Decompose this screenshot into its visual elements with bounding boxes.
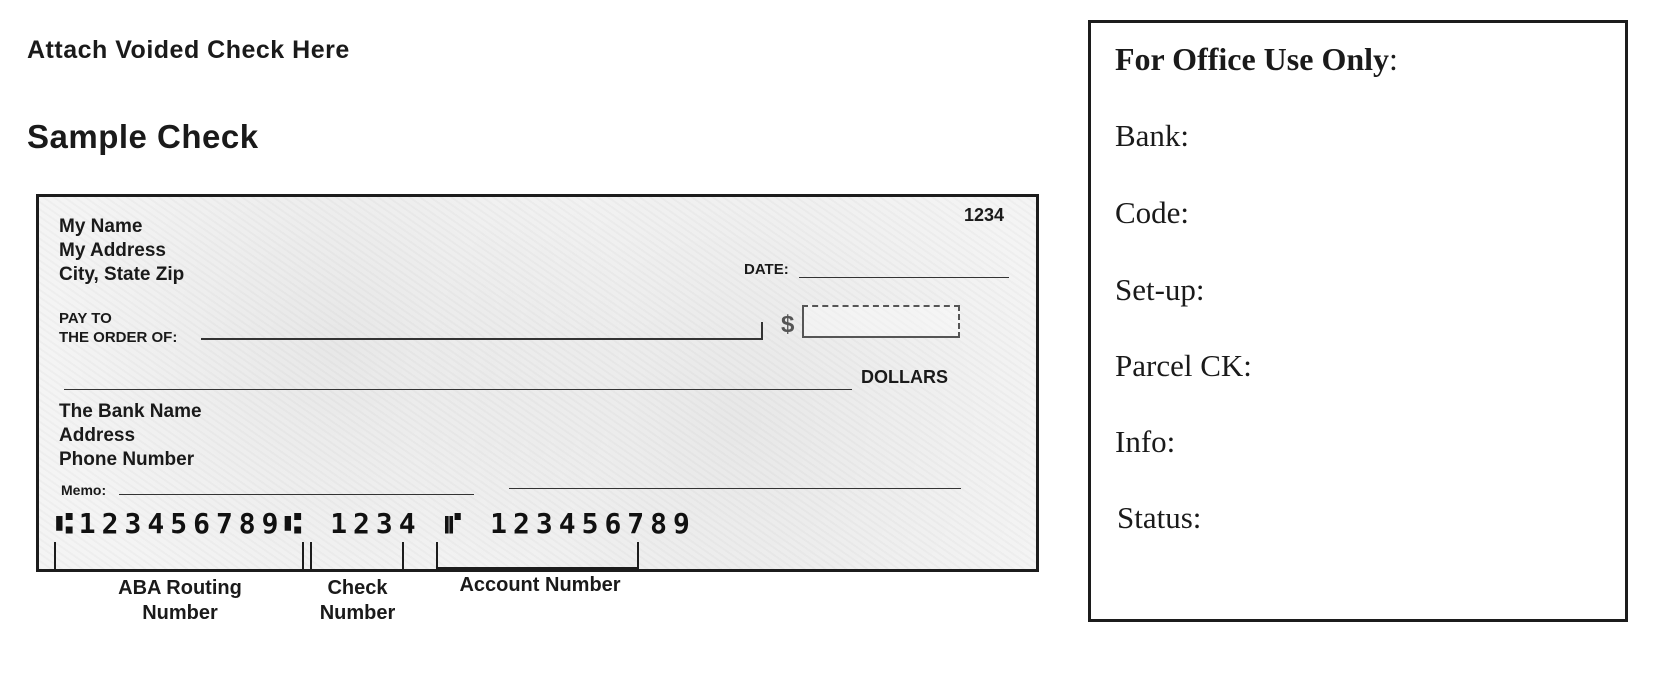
dollars-label: DOLLARS xyxy=(861,367,948,387)
routing-legend-line1: ABA Routing xyxy=(118,577,242,599)
check-number: 1234 xyxy=(963,205,1004,225)
office-title-text: For Office Use Only xyxy=(1115,41,1390,77)
owner-name: My Name xyxy=(59,216,143,237)
amount-box[interactable] xyxy=(802,305,960,338)
pay-to-block: PAY TO THE ORDER OF: xyxy=(59,309,177,347)
bank-name: The Bank Name xyxy=(59,401,202,422)
bank-address: Address xyxy=(59,425,136,446)
office-use-title: For Office Use Only: xyxy=(1115,41,1398,78)
routing-legend-line2: Number xyxy=(142,602,218,624)
date-line[interactable] xyxy=(799,277,1009,278)
payee-line[interactable] xyxy=(201,322,763,340)
check-number-bracket xyxy=(310,542,404,571)
micr-line: ⑆123456789⑆ 1234 ⑈ 123456789 xyxy=(56,507,696,540)
memo-label: Memo: xyxy=(61,482,107,498)
signature-line[interactable] xyxy=(509,488,961,489)
owner-address: My Address xyxy=(59,240,166,261)
order-of-label: THE ORDER OF: xyxy=(59,329,178,346)
attach-check-heading: Attach Voided Check Here xyxy=(27,36,350,64)
check-owner-block: My Name My Address City, State Zip xyxy=(59,215,184,287)
pay-to-label: PAY TO xyxy=(59,310,112,327)
account-bracket xyxy=(436,542,639,569)
sample-check: My Name My Address City, State Zip 1234 … xyxy=(36,194,1039,572)
routing-bracket xyxy=(54,542,304,572)
routing-legend: ABA Routing Number xyxy=(80,576,280,626)
account-number-legend: Account Number xyxy=(459,574,621,596)
office-field-info: Info: xyxy=(1115,424,1176,459)
owner-city-state-zip: City, State Zip xyxy=(59,264,185,285)
check-legend-line1: Check xyxy=(327,577,388,599)
date-label: DATE: xyxy=(744,261,789,278)
office-title-colon: : xyxy=(1389,41,1398,77)
office-field-setup: Set-up: xyxy=(1115,272,1205,307)
office-use-box: For Office Use Only: Bank: Code: Set-up:… xyxy=(1088,20,1628,622)
micr-account: 123456789 xyxy=(490,507,696,540)
memo-line[interactable] xyxy=(119,494,474,495)
bank-block: The Bank Name Address Phone Number xyxy=(59,400,202,472)
check-number-legend: Check Number xyxy=(300,576,415,626)
bank-phone: Phone Number xyxy=(59,449,195,470)
check-legend-line2: Number xyxy=(319,602,396,624)
sample-check-heading: Sample Check xyxy=(27,118,259,155)
micr-routing: ⑆123456789⑆ xyxy=(56,507,308,540)
dollar-sign: $ xyxy=(781,311,795,338)
micr-separator: ⑈ xyxy=(444,507,468,540)
amount-words-line[interactable] xyxy=(64,389,852,390)
office-field-code: Code: xyxy=(1115,195,1190,230)
office-field-bank: Bank: xyxy=(1115,118,1190,153)
micr-check: 1234 xyxy=(330,507,422,540)
office-field-status: Status: xyxy=(1117,500,1202,535)
office-field-parcel-ck: Parcel CK: xyxy=(1115,348,1252,383)
